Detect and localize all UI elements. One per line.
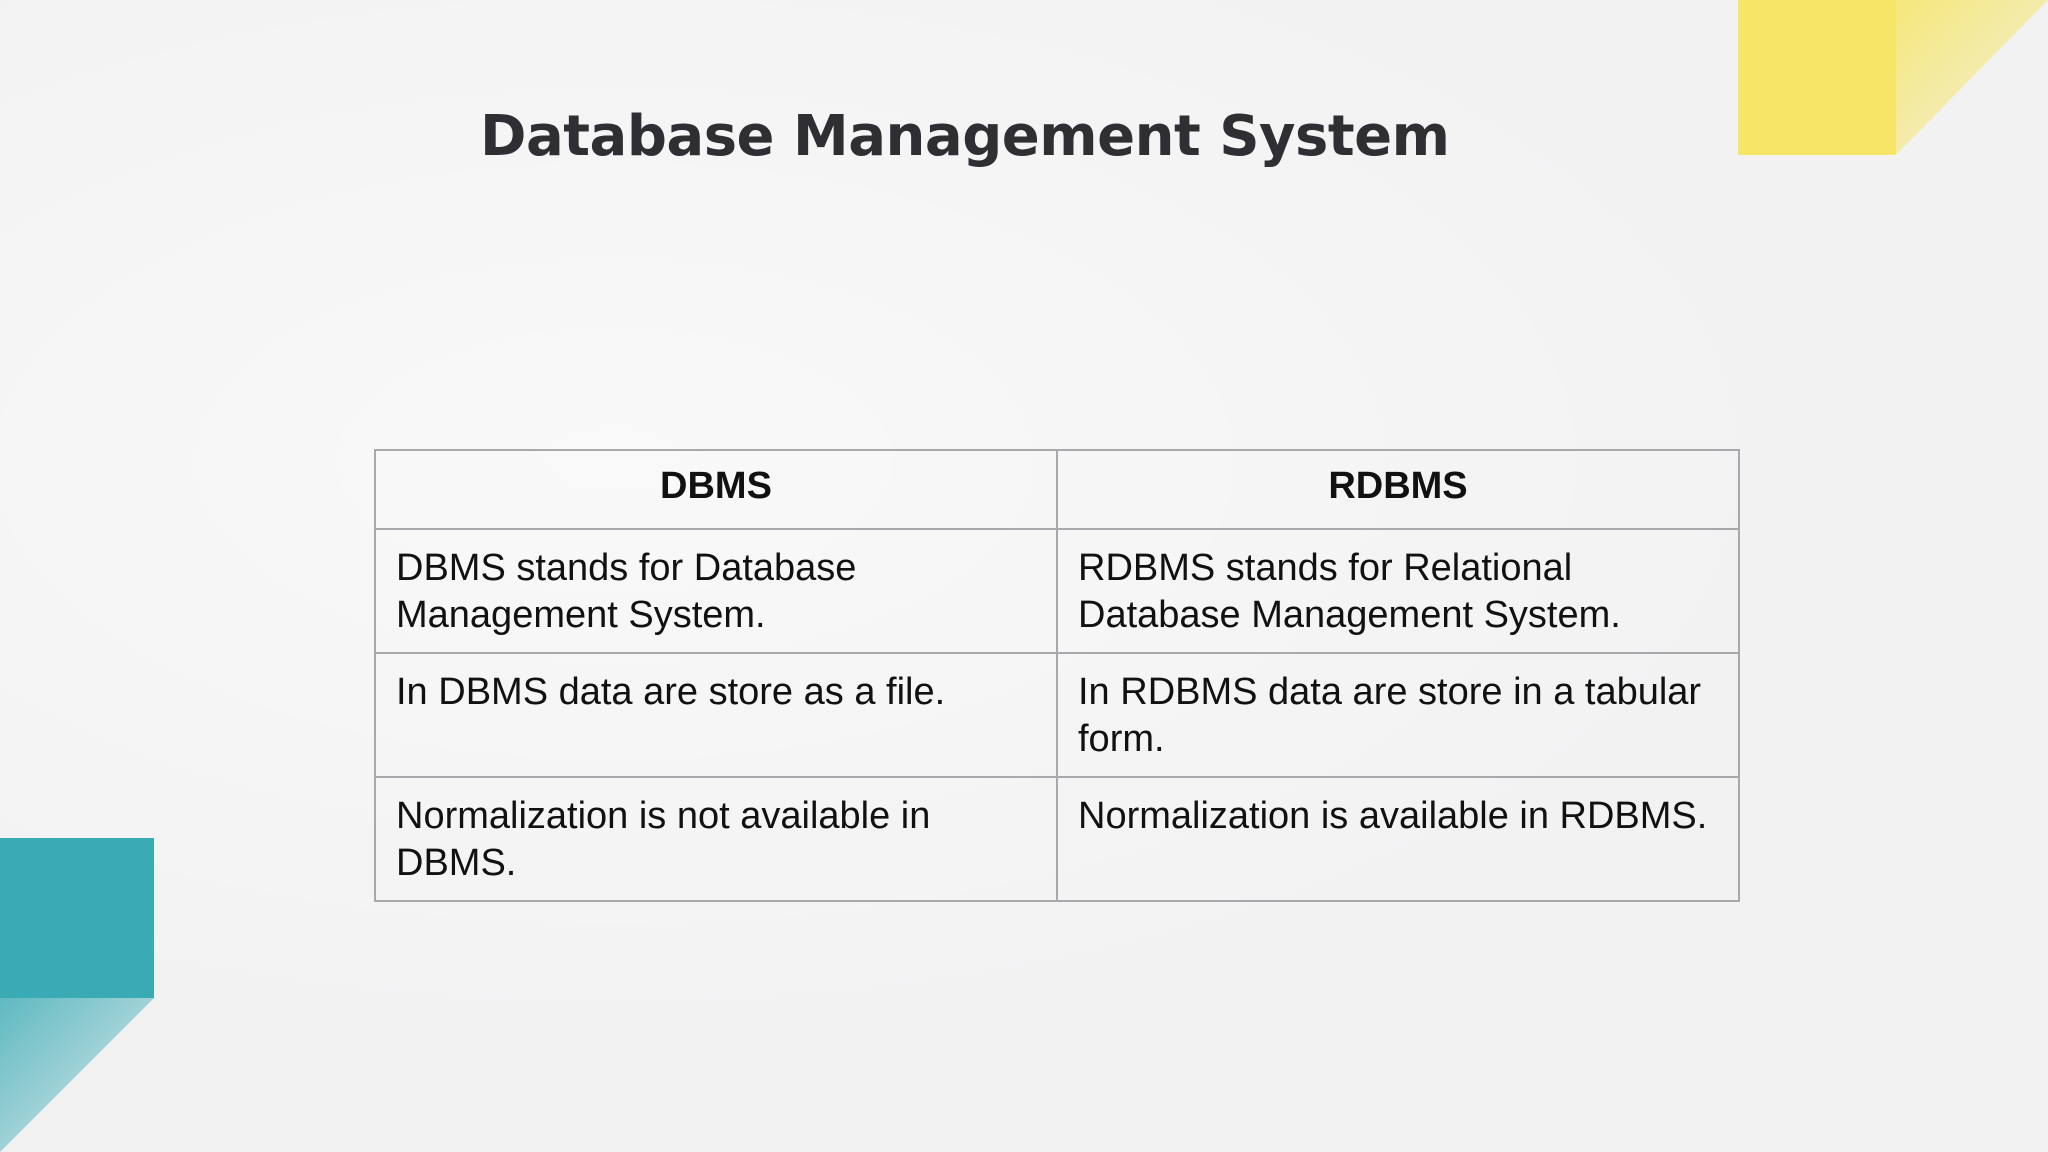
table-cell-dbms: In DBMS data are store as a file. [374,652,1058,778]
teal-corner-triangle [0,998,154,1152]
table-header-row: DBMS RDBMS [374,449,1740,530]
comparison-table: DBMS RDBMS DBMS stands for Database Mana… [374,449,1740,902]
table-cell-rdbms: Normalization is available in RDBMS. [1056,776,1740,902]
table-cell-dbms: Normalization is not available in DBMS. [374,776,1058,902]
table-cell-rdbms: RDBMS stands for Relational Database Man… [1056,528,1740,654]
teal-corner-square [0,838,154,998]
slide-title: Database Management System [480,104,1450,169]
yellow-corner-square [1738,0,1896,155]
table-row: DBMS stands for Database Management Syst… [374,528,1740,654]
table-row: Normalization is not available in DBMS. … [374,776,1740,902]
table-cell-dbms: DBMS stands for Database Management Syst… [374,528,1058,654]
table-cell-rdbms: In RDBMS data are store in a tabular for… [1056,652,1740,778]
yellow-corner-triangle [1896,0,2048,155]
header-dbms: DBMS [374,449,1058,530]
table-row: In DBMS data are store as a file. In RDB… [374,652,1740,778]
header-rdbms: RDBMS [1056,449,1740,530]
